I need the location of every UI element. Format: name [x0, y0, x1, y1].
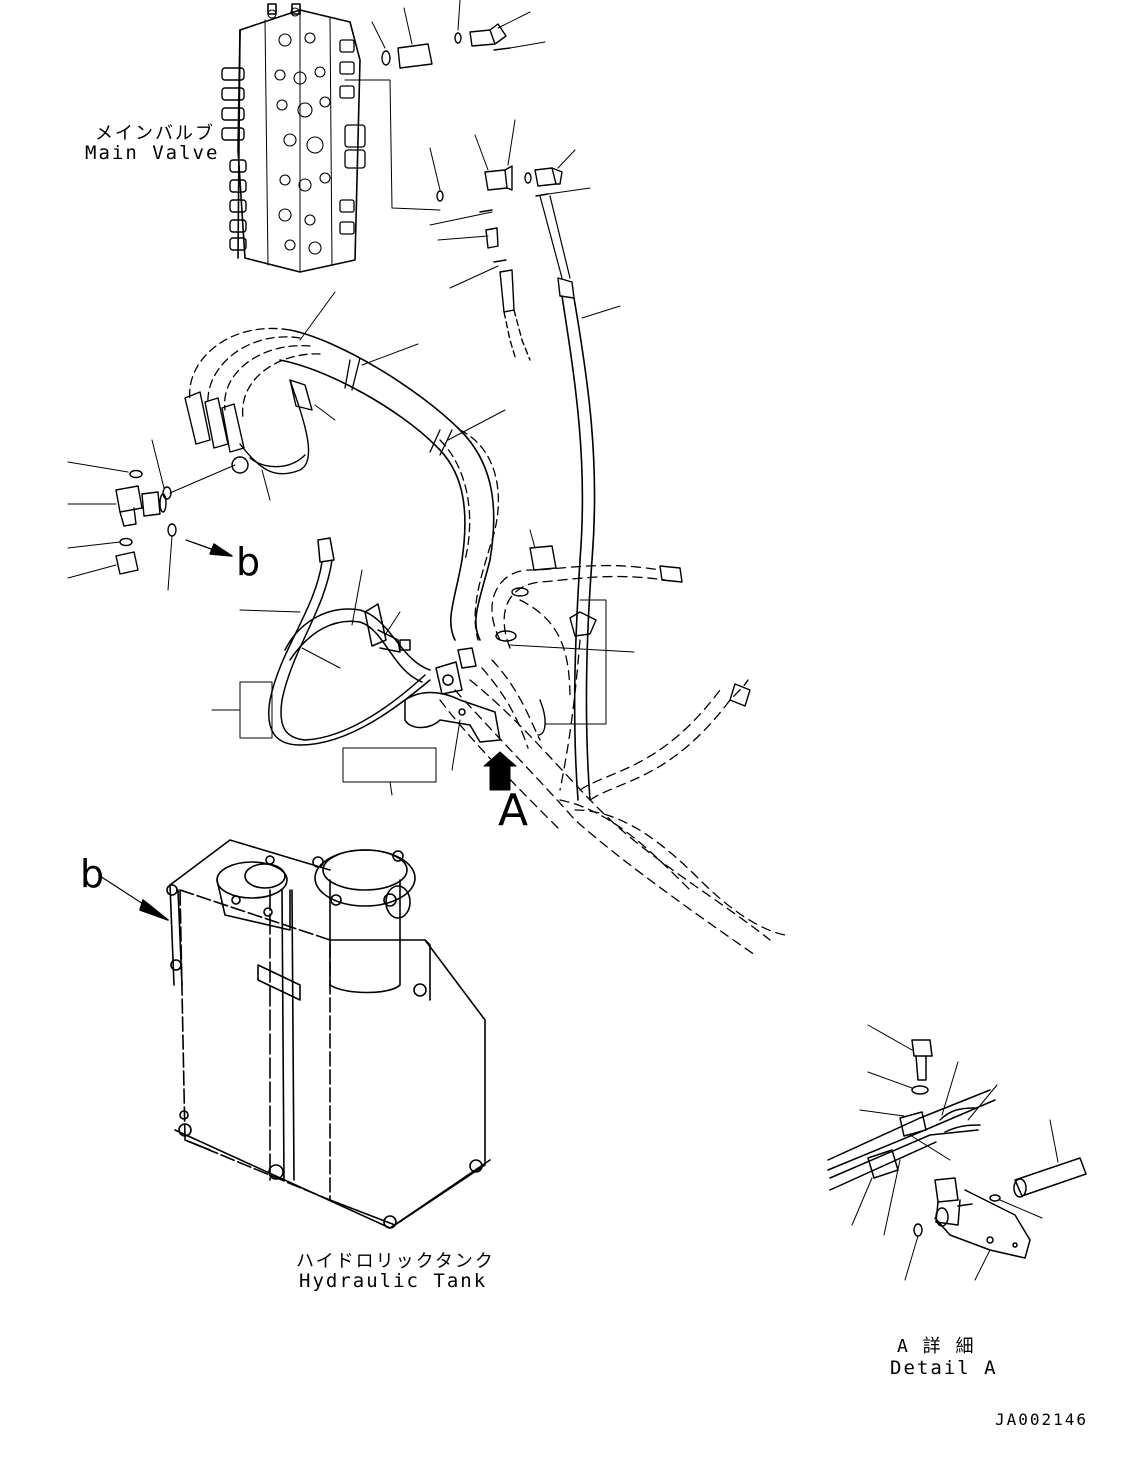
lower-hose-assembly: [212, 530, 785, 955]
view-a-label: A: [498, 785, 529, 836]
view-a-arrow: [484, 752, 516, 790]
main-valve-label-en: Main Valve: [85, 142, 220, 164]
detail-a-drawing: [828, 1025, 1086, 1280]
tee-fitting-parts: [68, 440, 235, 590]
hydraulic-tank: [100, 840, 490, 1228]
hydraulic-tank-label-jp: ハイドロリックタンク: [296, 1251, 495, 1272]
view-b-label-upper: b: [236, 540, 261, 584]
detail-a-label-en: Detail A: [890, 1357, 998, 1379]
drawing-code: JA002146: [995, 1410, 1089, 1429]
pilot-hose: [540, 196, 620, 800]
hose-bundle: [185, 292, 505, 640]
detail-a-label-jp: A 詳 細: [897, 1336, 976, 1357]
valve-fittings: [345, 0, 590, 360]
main-valve-label-jp: メインバルブ: [95, 123, 215, 144]
main-valve: [222, 4, 365, 272]
hydraulic-tank-label-en: Hydraulic Tank: [299, 1270, 488, 1292]
view-b-label-lower: b: [80, 852, 105, 896]
